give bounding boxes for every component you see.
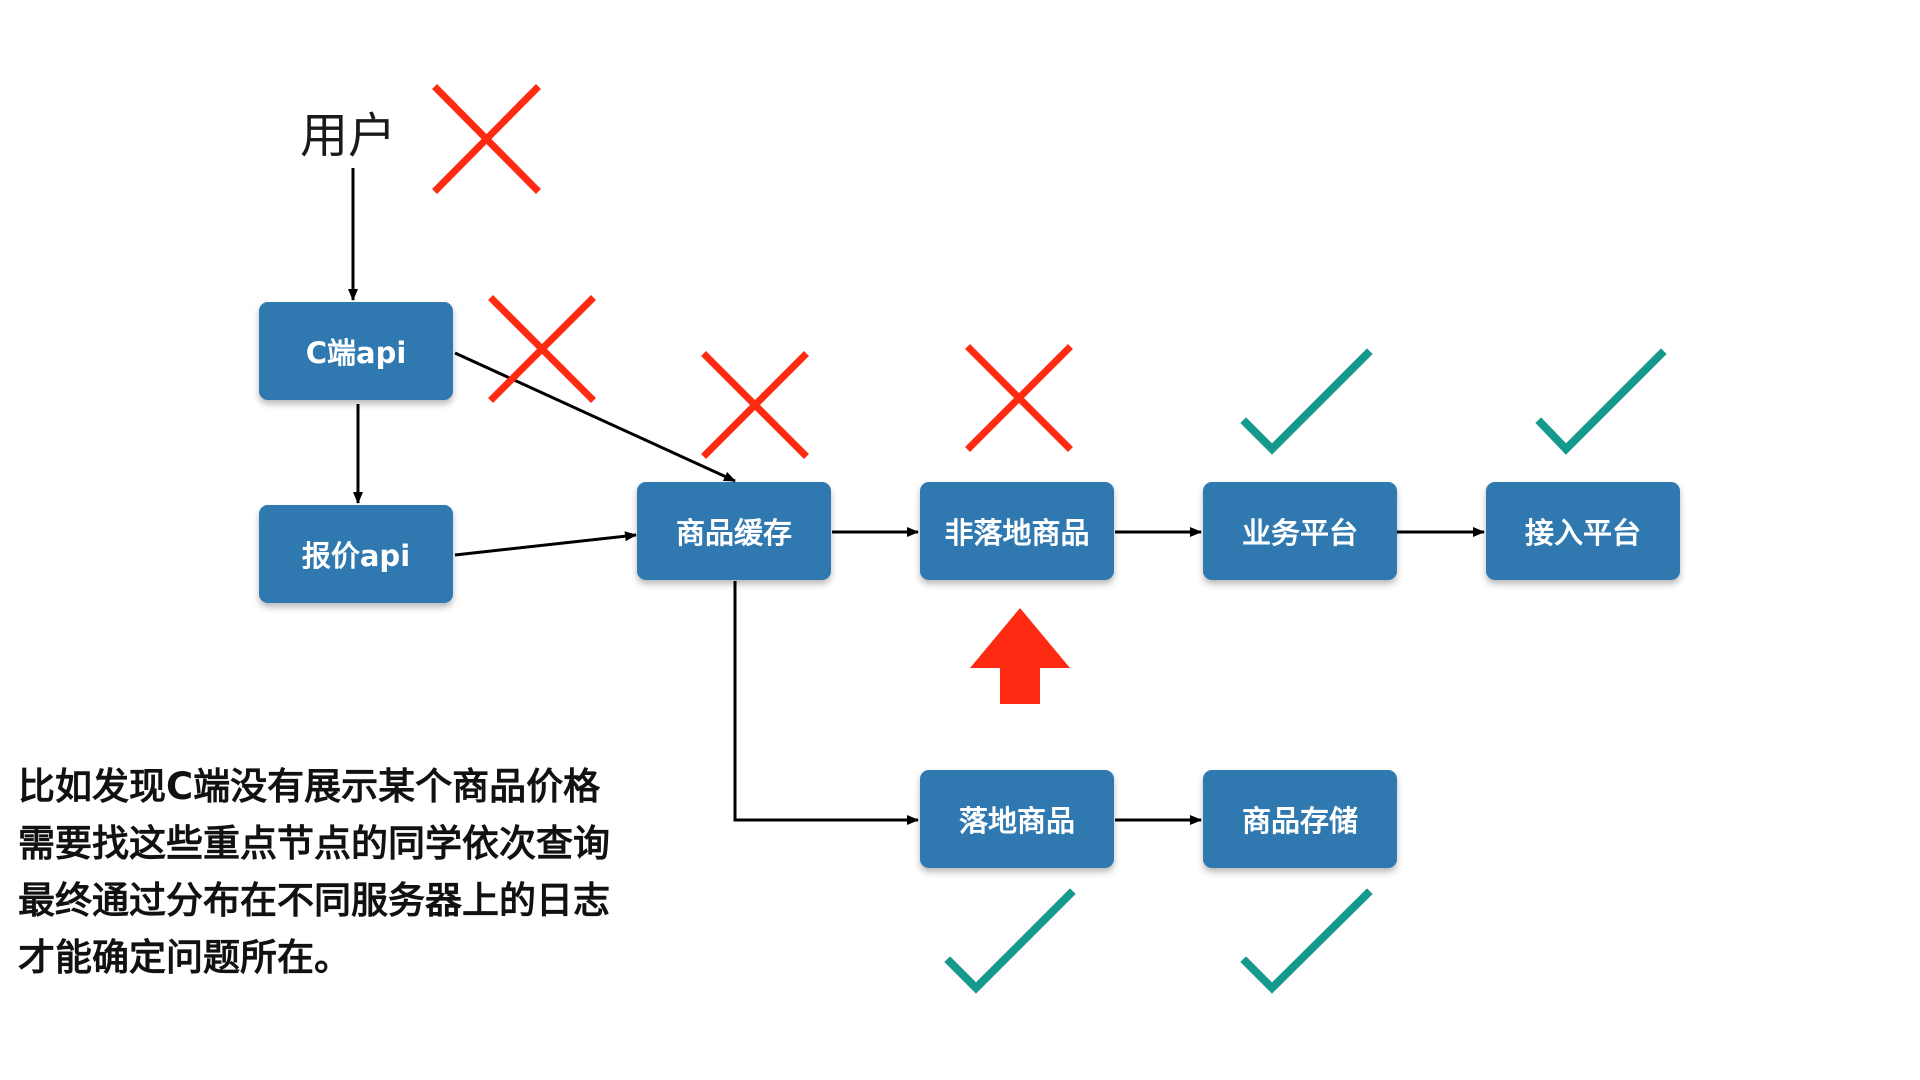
node-product-cache[interactable]: 商品缓存 [637, 482, 831, 580]
arrow-quote-api-to-product-cache [454, 531, 637, 557]
cross-icon [701, 351, 809, 459]
node-landing-product[interactable]: 落地商品 [920, 770, 1114, 868]
check-icon [1535, 348, 1667, 455]
cross-icon [432, 84, 541, 194]
up-arrow-icon [970, 608, 1070, 704]
node-c-api[interactable]: C端api [259, 302, 453, 400]
node-non-landing-product[interactable]: 非落地商品 [920, 482, 1114, 580]
node-quote-api[interactable]: 报价api [259, 505, 453, 603]
node-label: 非落地商品 [944, 516, 1090, 550]
arrow-c-api-to-product-cache [454, 351, 736, 483]
node-label: 接入平台 [1524, 516, 1641, 550]
node-label: 落地商品 [958, 804, 1075, 838]
cross-icon [488, 295, 596, 403]
note-line: 需要找这些重点节点的同学依次查询 [18, 822, 610, 865]
note-line: 比如发现C端没有展示某个商品价格 [18, 765, 601, 808]
node-label: C端api [305, 336, 407, 370]
check-icon [1240, 348, 1373, 455]
note-line: 才能确定问题所在。 [18, 936, 351, 979]
node-label: 报价api [301, 539, 411, 573]
user-label: 用户 [300, 108, 397, 164]
node-product-storage[interactable]: 商品存储 [1203, 770, 1397, 868]
node-business-platform[interactable]: 业务平台 [1203, 482, 1397, 580]
node-access-platform[interactable]: 接入平台 [1486, 482, 1680, 580]
cross-icon [965, 344, 1073, 452]
check-icon [944, 888, 1076, 994]
note-line: 最终通过分布在不同服务器上的日志 [18, 879, 610, 922]
node-label: 业务平台 [1241, 516, 1358, 550]
node-label: 商品存储 [1241, 804, 1358, 838]
explanation-note: 比如发现C端没有展示某个商品价格 需要找这些重点节点的同学依次查询 最终通过分布… [18, 758, 718, 986]
check-icon [1240, 888, 1373, 994]
node-label: 商品缓存 [675, 516, 792, 550]
arrow-cache-to-landing [733, 581, 919, 825]
